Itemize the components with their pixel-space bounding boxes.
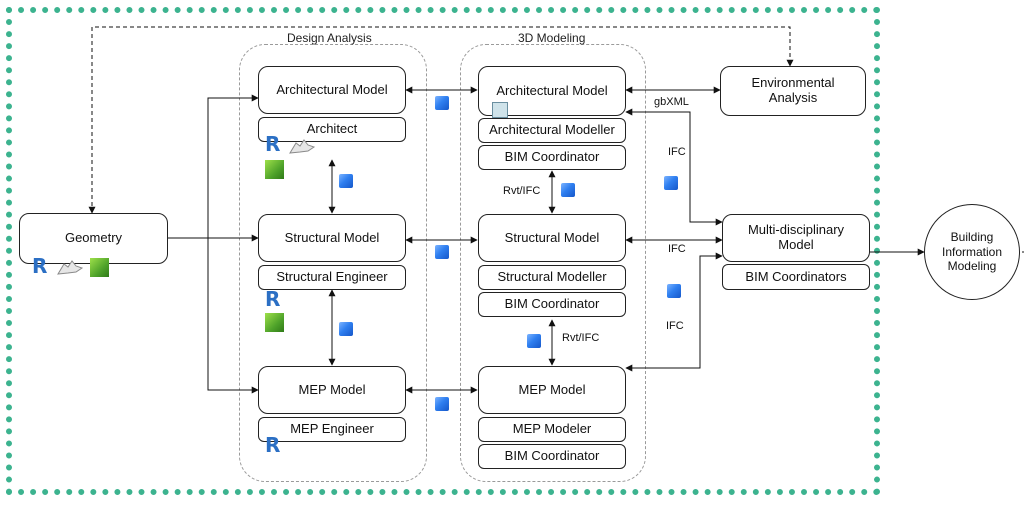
grasshopper-logo-icon <box>265 313 284 332</box>
3d-bim-coordinator-1: BIM Coordinator <box>478 145 626 170</box>
da-architect: Architect <box>258 117 406 142</box>
3d-mep-model: MEP Model <box>478 366 626 414</box>
3d-structural-modeller: Structural Modeller <box>478 265 626 290</box>
building-information-modeling: Building Information Modeling <box>924 204 1020 300</box>
ifc-cube-icon <box>527 334 541 348</box>
geometry-node: Geometry <box>19 213 168 264</box>
3d-structural-model: Structural Model <box>478 214 626 262</box>
rvt-ifc-label-1: Rvt/IFC <box>503 185 541 197</box>
multi-disciplinary-model: Multi-disciplinary Model <box>722 214 870 262</box>
rhino-logo-icon <box>57 260 84 275</box>
design-analysis-title: Design Analysis <box>287 31 372 45</box>
rvt-ifc-label-2: Rvt/IFC <box>562 332 600 344</box>
ifc-cube-icon <box>561 183 575 197</box>
da-structural-model: Structural Model <box>258 214 406 262</box>
ifc-cube-icon <box>339 322 353 336</box>
ifc-label-2: IFC <box>668 243 686 255</box>
bim-coordinators: BIM Coordinators <box>722 264 870 290</box>
ifc-cube-icon <box>435 245 449 259</box>
revit-logo-icon: R <box>265 132 281 156</box>
3d-mep-modeler: MEP Modeler <box>478 417 626 442</box>
3d-bim-coordinator-3: BIM Coordinator <box>478 444 626 469</box>
revit-logo-icon: R <box>265 287 281 311</box>
ifc-cube-icon <box>664 176 678 190</box>
da-architectural-model: Architectural Model <box>258 66 406 114</box>
grasshopper-logo-icon <box>265 160 284 179</box>
3d-modeling-title: 3D Modeling <box>518 31 586 45</box>
grasshopper-logo-icon <box>90 258 109 277</box>
ifc-label-3: IFC <box>666 320 684 332</box>
revit-logo-icon: R <box>32 254 48 278</box>
da-mep-model: MEP Model <box>258 366 406 414</box>
environmental-analysis: Environmental Analysis <box>720 66 866 116</box>
gbxml-label: gbXML <box>654 96 689 108</box>
ifc-file-icon <box>492 102 508 118</box>
3d-architectural-modeller: Architectural Modeller <box>478 118 626 143</box>
ifc-cube-icon <box>435 397 449 411</box>
ifc-cube-icon <box>667 284 681 298</box>
revit-logo-icon: R <box>265 433 281 457</box>
ifc-cube-icon <box>435 96 449 110</box>
da-structural-engineer: Structural Engineer <box>258 265 406 290</box>
design-analysis-group <box>239 44 427 482</box>
rhino-logo-icon <box>289 139 316 154</box>
diagram-frame <box>6 7 880 495</box>
3d-bim-coordinator-2: BIM Coordinator <box>478 292 626 317</box>
ifc-label-1: IFC <box>668 146 686 158</box>
ifc-cube-icon <box>339 174 353 188</box>
da-mep-engineer: MEP Engineer <box>258 417 406 442</box>
